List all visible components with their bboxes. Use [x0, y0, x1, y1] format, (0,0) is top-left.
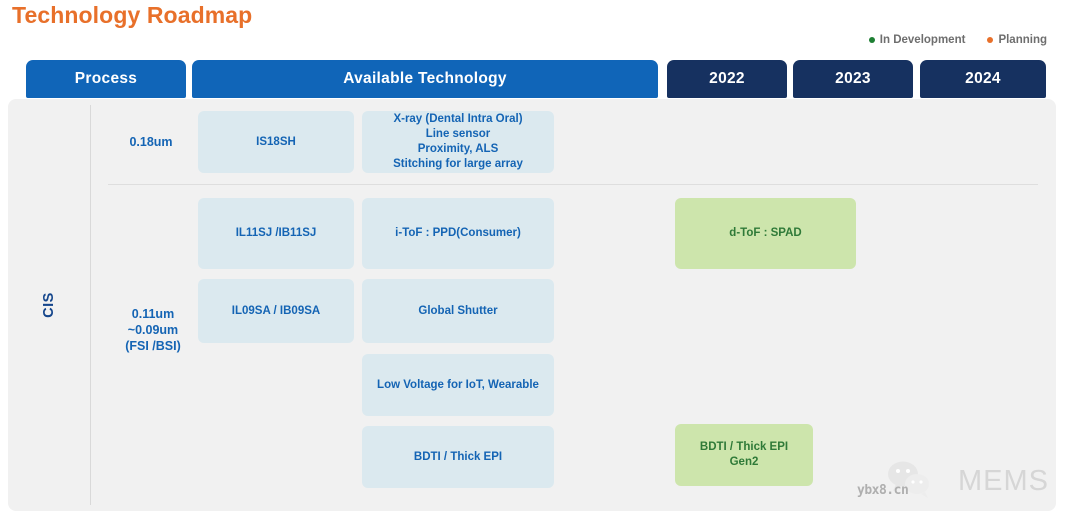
category-label-text: CIS — [40, 292, 57, 318]
legend-label-in-development: In Development — [879, 34, 966, 46]
legend: In Development Planning — [868, 34, 1047, 46]
cell-device-il09sa[interactable]: IL09SA / IB09SA — [198, 279, 354, 343]
legend-item-in-development: In Development — [868, 34, 966, 46]
page-title: Technology Roadmap — [12, 2, 253, 28]
roadmap-panel: CIS 0.18um 0.11um ~0.09um (FSI /BSI) IS1… — [8, 99, 1056, 511]
legend-dot-in-development — [868, 37, 875, 43]
header-available-technology: Available Technology — [192, 60, 658, 98]
legend-item-planning: Planning — [987, 34, 1047, 46]
cell-roadmap-bdti-thick-epi-gen2[interactable]: BDTI / Thick EPI Gen2 — [675, 424, 813, 486]
cell-device-il11sj[interactable]: IL11SJ /IB11SJ — [198, 198, 354, 269]
category-label-cis: CIS — [8, 99, 90, 511]
category-divider — [90, 105, 91, 505]
cell-device-is18sh[interactable]: IS18SH — [198, 111, 354, 173]
legend-label-planning: Planning — [998, 34, 1047, 46]
cell-technology-xray[interactable]: X-ray (Dental Intra Oral) Line sensor Pr… — [362, 111, 554, 173]
header-year-2023: 2023 — [793, 60, 913, 98]
header-year-2022: 2022 — [667, 60, 787, 98]
legend-dot-planning — [987, 37, 994, 43]
cell-technology-low-voltage[interactable]: Low Voltage for IoT, Wearable — [362, 354, 554, 416]
process-row-divider — [108, 184, 1038, 185]
cell-technology-bdti-thick-epi[interactable]: BDTI / Thick EPI — [362, 426, 554, 488]
process-label-018um: 0.18um — [129, 135, 173, 149]
cell-technology-global-shutter[interactable]: Global Shutter — [362, 279, 554, 343]
header-process: Process — [26, 60, 186, 98]
cell-roadmap-dtof-spad[interactable]: d-ToF : SPAD — [675, 198, 856, 269]
process-label-011um: 0.11um ~0.09um (FSI /BSI) — [125, 307, 181, 353]
cell-technology-itof[interactable]: i-ToF : PPD(Consumer) — [362, 198, 554, 269]
header-year-2024: 2024 — [920, 60, 1046, 98]
